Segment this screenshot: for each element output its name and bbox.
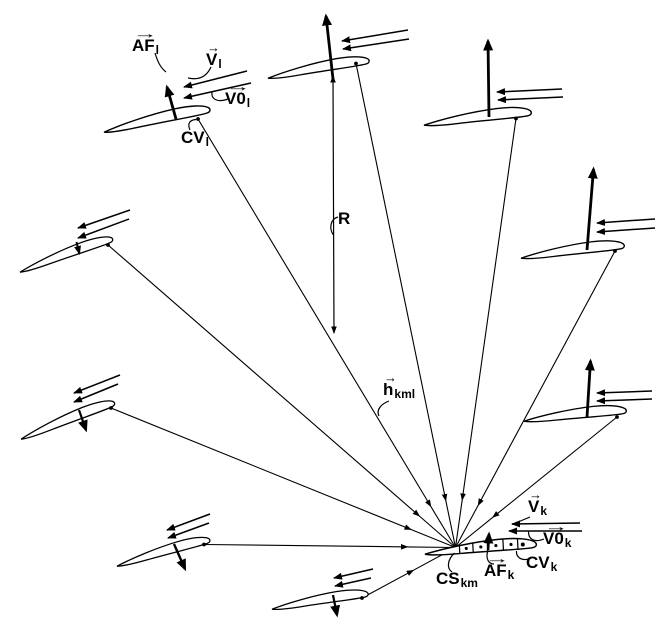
airfoil-sections [16, 53, 628, 612]
cv-dot-bottom-left [202, 542, 206, 547]
flow-arrows-bottom-left [166, 513, 211, 539]
flow-arrows-left-mid [77, 209, 131, 239]
leader-af-l [154, 52, 167, 73]
force-arrow-top-right [483, 38, 494, 118]
label-cv-l: CVl [181, 128, 209, 149]
cv-dot-right-mid [613, 249, 617, 253]
force-arrow-bottom [330, 594, 341, 618]
label-v-l: →Vl [206, 40, 222, 71]
influence-line-right-mid [455, 250, 616, 548]
airfoil-top [265, 53, 371, 81]
label-h-kml: →hkml [383, 370, 416, 401]
cv-dot-top [354, 61, 358, 66]
label-v-k: →Vk [528, 487, 548, 518]
cv-dot-l [196, 117, 200, 121]
airfoil-k-central [424, 537, 538, 556]
airfoil-right-low [522, 403, 628, 424]
label-af-l: →AFl [132, 26, 160, 57]
vector-overline-icon: → [485, 551, 510, 566]
vector-overline-icon: → [133, 26, 158, 41]
vector-overline-icon: → [207, 40, 220, 55]
airfoil-left-low [17, 396, 117, 442]
influence-line-left-mid [107, 244, 456, 548]
force-arrow-bottom-left [172, 543, 187, 572]
cv-dot-right-low [615, 415, 619, 419]
leader-h-kml [377, 400, 390, 417]
label-r: R [338, 209, 351, 228]
cv-dot-left-low [109, 406, 113, 410]
influence-line-left-low [110, 407, 456, 549]
airfoil-bottom-left [114, 533, 212, 569]
control-point-dots [106, 61, 619, 600]
flow-arrows-right-mid [596, 218, 656, 235]
influence-line-l [197, 118, 456, 548]
force-arrow-left-low [77, 409, 88, 433]
leader-cv-k [515, 550, 530, 561]
label-leaders [154, 52, 545, 573]
flow-arrows-right-low [596, 389, 653, 405]
radial-influence-lines [107, 63, 618, 599]
flow-arrows-top-right [496, 88, 564, 104]
cv-dot-k [520, 542, 525, 547]
influence-line-bottom-left [203, 543, 456, 550]
panel-control-dots [464, 542, 525, 550]
influence-line-top-right [454, 118, 517, 548]
force-arrow-l [164, 84, 178, 120]
cv-dot-top-right [514, 116, 518, 121]
vector-overline-icon: → [544, 519, 569, 534]
leader-v-k [511, 516, 531, 526]
leader-r [330, 216, 339, 236]
airfoil-bottom [270, 587, 370, 612]
label-v0-k: →V0k [543, 519, 572, 550]
force-arrow-right-mid [585, 166, 598, 251]
leader-v0-k [527, 530, 545, 542]
airfoil-left-mid [16, 232, 115, 275]
leader-v-l [187, 66, 212, 80]
label-cs-km: CSkm [436, 569, 478, 590]
flow-arrows-bottom [333, 568, 374, 588]
leader-v0-l [211, 91, 229, 102]
flow-arrows-top [341, 29, 410, 52]
label-af-k: →AFk [484, 551, 515, 582]
cv-dot-left-mid [106, 243, 110, 247]
flow-arrows-k [508, 520, 582, 535]
force-arrow-left-mid [74, 241, 81, 255]
force-arrow-top [322, 13, 335, 80]
influence-line-top [355, 63, 457, 548]
flow-arrows-l [183, 70, 252, 100]
flow-arrows-left-low [73, 374, 121, 403]
vector-overline-icon: → [384, 370, 397, 385]
flow-arrow-pairs [73, 29, 656, 588]
leader-cv-l [188, 118, 197, 131]
force-arrow-k [483, 531, 494, 551]
cv-dot-bottom [360, 596, 364, 600]
leader-cs-km [447, 552, 455, 573]
vector-overline-icon: → [529, 487, 542, 502]
radius-dimension-line [330, 75, 337, 334]
vector-overline-icon: → [226, 79, 251, 94]
force-arrows [74, 13, 598, 618]
airfoil-right-mid [519, 238, 626, 261]
force-arrow-right-low [584, 358, 595, 418]
label-cv-k: CVk [526, 553, 558, 574]
leader-af-k [486, 551, 495, 565]
label-v0-l: →V0l [225, 79, 251, 110]
influence-line-right-low [455, 416, 618, 548]
